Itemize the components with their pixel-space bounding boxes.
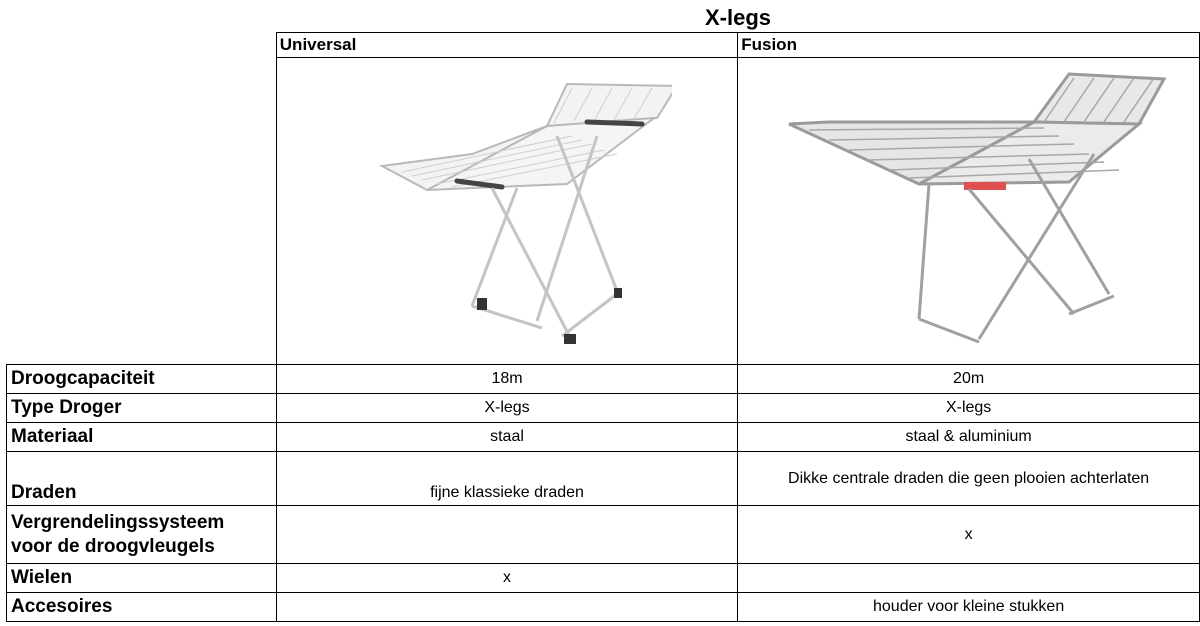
cell-universal-draden: fijne klassieke draden (275, 451, 739, 506)
table-row: Accesoires houder voor kleine stukken (6, 592, 1200, 622)
cell-universal-materiaal: staal (275, 422, 739, 452)
empty-corner (7, 33, 277, 58)
cell-fusion-type-droger: X-legs (737, 393, 1200, 423)
cell-fusion-materiaal: staal & aluminium (737, 422, 1200, 452)
row-label-materiaal: Materiaal (6, 422, 277, 452)
table-row: Vergrendelingssysteem voor de droogvleug… (6, 505, 1200, 564)
table-row: Wielen x (6, 563, 1200, 593)
cell-universal-accesoires (275, 592, 739, 622)
cell-fusion-accesoires: houder voor kleine stukken (737, 592, 1200, 622)
cell-universal-droogcapaciteit: 18m (275, 364, 739, 394)
cell-universal-type-droger: X-legs (275, 393, 739, 423)
table-row: Draden fijne klassieke draden Dikke cent… (6, 451, 1200, 506)
table-row: Type Droger X-legs X-legs (6, 393, 1200, 423)
cell-universal-vergrendelingssysteem (275, 505, 739, 564)
row-label-droogcapaciteit: Droogcapaciteit (6, 364, 277, 394)
product-image-fusion (737, 57, 1200, 365)
comparison-table: Universal Fusion (6, 32, 1200, 622)
column-header-fusion: Fusion (737, 32, 1200, 58)
universal-drying-rack-image (378, 82, 672, 344)
row-label-line2: voor de droogvleugels (11, 535, 215, 557)
row-label-wielen: Wielen (6, 563, 277, 593)
cell-universal-wielen: x (275, 563, 739, 593)
row-label-line1: Vergrendelingssysteem (11, 511, 225, 533)
column-header-universal: Universal (275, 32, 739, 58)
row-label-vergrendelingssysteem: Vergrendelingssysteem voor de droogvleug… (6, 505, 277, 564)
fusion-drying-rack-image (787, 71, 1167, 343)
cell-fusion-draden: Dikke centrale draden die geen plooien a… (737, 451, 1200, 506)
row-label-draden: Draden (6, 451, 277, 506)
row-label-accesoires: Accesoires (6, 592, 277, 622)
table-row: Materiaal staal staal & aluminium (6, 422, 1200, 452)
table-row: Droogcapaciteit 18m 20m (6, 364, 1200, 394)
cell-fusion-vergrendelingssysteem: x (737, 505, 1200, 564)
page-title: X-legs (704, 5, 772, 30)
image-row (7, 57, 1200, 365)
empty-corner-image (7, 58, 277, 365)
row-label-type-droger: Type Droger (6, 393, 277, 423)
header-row: Universal Fusion (7, 32, 1200, 58)
cell-fusion-wielen (737, 563, 1200, 593)
product-image-universal (275, 57, 739, 365)
cell-fusion-droogcapaciteit: 20m (737, 364, 1200, 394)
